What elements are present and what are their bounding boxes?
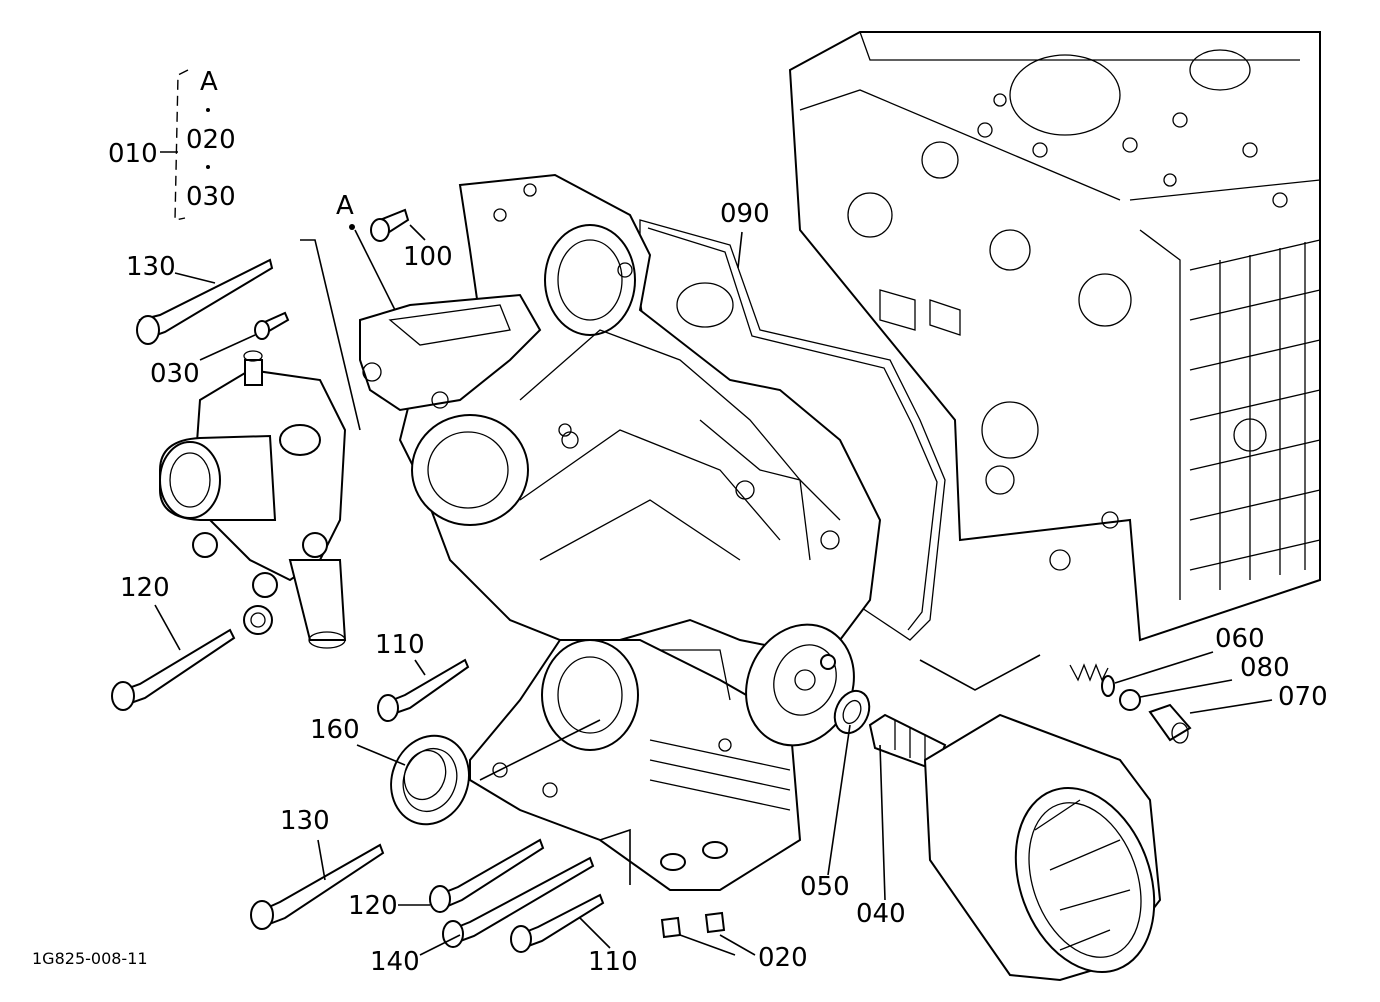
label-020-bottom: 020 (758, 943, 808, 973)
label-020-top: 020 (186, 125, 236, 155)
label-060: 060 (1215, 624, 1265, 654)
label-040: 040 (856, 899, 906, 929)
gear-case (398, 173, 882, 652)
bolt-110-mid (377, 658, 470, 722)
label-130-top: 130 (126, 252, 176, 282)
label-110-bottom: 110 (588, 947, 638, 977)
callout-labels: A 020 030 010 A 100 090 130 030 120 110 … (32, 67, 1328, 977)
bolt-110-bottom (510, 893, 605, 953)
label-a-marker: A (336, 191, 354, 221)
label-120-bottom: 120 (348, 891, 398, 921)
oil-seal (390, 734, 470, 826)
label-050: 050 (800, 872, 850, 902)
water-pump (159, 350, 347, 649)
cylinder-block (788, 31, 1321, 642)
label-010: 010 (108, 139, 158, 169)
label-110-mid: 110 (375, 630, 425, 660)
relief-ball (1119, 689, 1141, 711)
label-090: 090 (720, 199, 770, 229)
lower-front-case (469, 639, 802, 891)
plug-020-bottom (660, 911, 726, 939)
label-160: 160 (310, 715, 360, 745)
label-130-bottom: 130 (280, 806, 330, 836)
bolt-120-left (111, 628, 236, 711)
label-120-left: 120 (120, 573, 170, 603)
relief-spring (1069, 663, 1115, 697)
bolt-030-left (254, 311, 290, 340)
bolt-130-top (136, 258, 274, 345)
label-030-top: 030 (186, 182, 236, 212)
oil-filter-flange (745, 623, 855, 747)
label-070: 070 (1278, 682, 1328, 712)
bolt-120-bottom (429, 838, 545, 913)
bolt-130-bottom (250, 843, 385, 930)
label-100: 100 (403, 242, 453, 272)
bolt-100 (370, 208, 410, 242)
bolt-140 (442, 856, 595, 948)
o-ring (833, 689, 871, 735)
leader-lines (154, 69, 1273, 956)
label-140: 140 (370, 947, 420, 977)
label-030-left: 030 (150, 359, 200, 389)
thermostat-housing (359, 293, 542, 412)
oil-filter-cartridge (923, 713, 1162, 982)
relief-plug (1148, 703, 1192, 744)
label-a-top: A (200, 67, 218, 97)
drawing-code: 1G825-008-11 (32, 949, 148, 968)
label-080: 080 (1240, 653, 1290, 683)
